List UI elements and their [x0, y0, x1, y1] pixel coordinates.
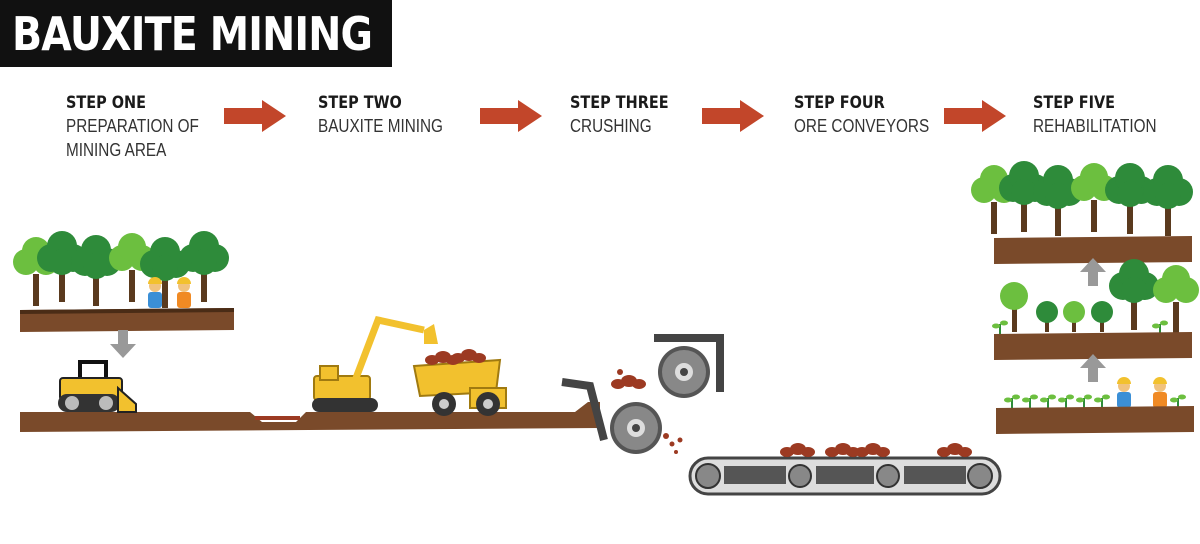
step-three-desc: CRUSHING: [570, 116, 652, 136]
worker-icon: [1117, 377, 1131, 408]
up-arrow-icon: [1080, 258, 1106, 286]
dump-truck: [412, 349, 507, 416]
step-two-number: STEP TWO: [318, 93, 402, 113]
page-title: BAUXITE MINING: [12, 6, 373, 61]
rehabilitation-area: [971, 161, 1199, 434]
excavator: [312, 315, 438, 412]
step-four-desc: ORE CONVEYORS: [794, 116, 930, 136]
worker-icon: [177, 277, 191, 308]
ore-conveyor: [688, 443, 1002, 496]
step-five-number: STEP FIVE: [1033, 93, 1116, 113]
step-one: STEP ONE PREPARATION OF MINING AREA: [66, 92, 222, 162]
title-banner: BAUXITE MINING: [0, 0, 392, 67]
worker-icon: [148, 277, 162, 308]
right-arrow-icon: [480, 100, 542, 132]
bulldozer: [58, 360, 137, 413]
up-arrow-icon: [1080, 354, 1106, 382]
step-five: STEP FIVE REHABILITATION: [1033, 92, 1178, 138]
step-four: STEP FOUR ORE CONVEYORS: [794, 92, 953, 138]
step-one-desc-line2: MINING AREA: [66, 140, 167, 160]
ground-strip: [20, 402, 600, 432]
step-two-desc: BAUXITE MINING: [318, 116, 443, 136]
right-arrow-icon: [702, 100, 764, 132]
step-five-desc: REHABILITATION: [1033, 116, 1157, 136]
forest-area: [13, 231, 234, 332]
step-two: STEP TWO BAUXITE MINING: [318, 92, 465, 138]
step-one-desc-line1: PREPARATION OF: [66, 116, 199, 136]
worker-icon: [1153, 377, 1167, 408]
down-arrow-icon: [110, 330, 136, 358]
step-four-number: STEP FOUR: [794, 93, 885, 113]
gear-icon: [610, 402, 662, 454]
gear-icon: [658, 346, 710, 398]
right-arrow-icon: [224, 100, 286, 132]
crusher: [561, 334, 724, 454]
step-three: STEP THREE CRUSHING: [570, 92, 686, 138]
right-arrow-icon: [944, 100, 1006, 132]
step-three-number: STEP THREE: [570, 93, 669, 113]
step-one-number: STEP ONE: [66, 93, 147, 113]
